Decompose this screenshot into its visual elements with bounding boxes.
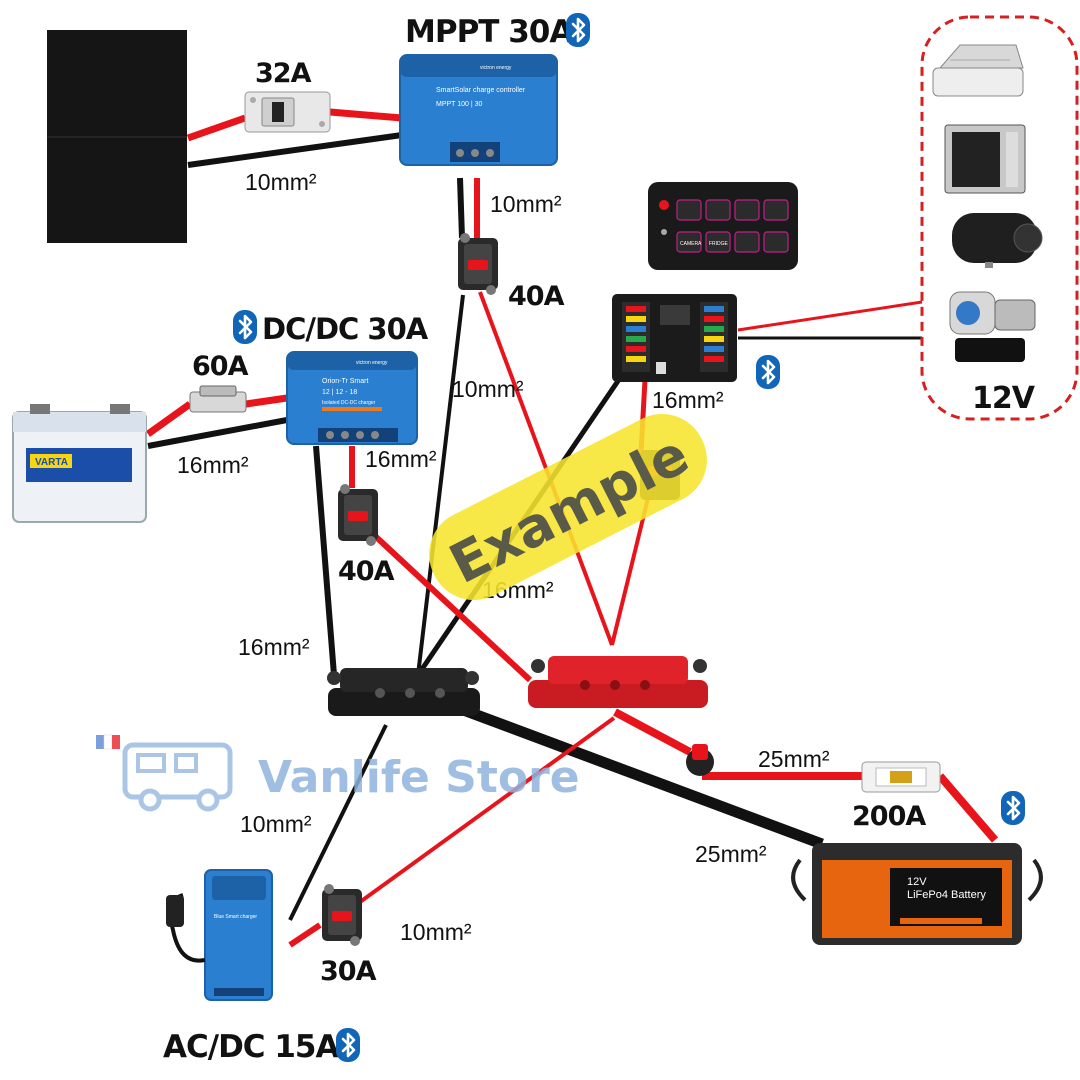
example-watermark: Example — [429, 413, 707, 601]
wires — [145, 108, 999, 948]
orion-line1: Orion-Tr Smart — [322, 378, 368, 385]
fusebox-wire-label: 16mm² — [652, 387, 724, 413]
panel-button-camera: CAMERA — [680, 241, 702, 247]
bluetooth-icon — [231, 308, 259, 346]
bluetooth-icon — [754, 353, 782, 391]
busbar-negative — [327, 668, 480, 716]
roof-vent-icon — [932, 44, 1024, 97]
orion-line3: Isolated DC-DC charger — [322, 400, 376, 406]
solar-fuse — [244, 91, 331, 133]
mppt-line1: SmartSolar charge controller — [436, 87, 526, 94]
charger-line: Blue Smart charger — [214, 914, 257, 920]
starter-fuse-label: 60A — [192, 351, 249, 382]
fuse-holder-icon — [189, 385, 247, 413]
loads-voltage-label: 12V — [972, 381, 1036, 416]
starter-brand: VARTA — [35, 457, 68, 468]
charger-neg-wire-label: 10mm² — [240, 811, 312, 837]
battery-neg-wire-label: 25mm² — [695, 841, 767, 867]
bluetooth-icon — [999, 789, 1027, 827]
mppt-controller: victron energy SmartSolar charge control… — [399, 54, 558, 166]
bluetooth-icon — [564, 11, 592, 49]
mppt-breaker-label: 40A — [508, 281, 565, 312]
starter-wire-label: 16mm² — [177, 452, 249, 478]
dcdc-charger: victron energy Orion-Tr Smart 12 | 12 - … — [286, 351, 418, 445]
charger-pos-wire-label: 10mm² — [400, 919, 472, 945]
fuse-box — [612, 294, 737, 382]
acdc-title: AC/DC 15A — [163, 1029, 339, 1065]
bluetooth-icon — [334, 1026, 362, 1064]
solar-wire-label: 10mm² — [245, 169, 317, 195]
circuit-breaker-icon — [322, 884, 362, 946]
dcdc-title: DC/DC 30A — [262, 312, 429, 346]
mppt-brand: victron energy — [480, 65, 512, 71]
solar-fuse-label: 32A — [255, 58, 312, 89]
circuit-breaker-icon — [458, 233, 498, 295]
mppt-neg-wire-label: 10mm² — [452, 376, 524, 402]
orion-brand: victron energy — [356, 360, 388, 366]
main-fuse-label: 200A — [852, 801, 926, 832]
starter-battery: VARTA — [12, 404, 147, 523]
main-fuse-holder — [861, 761, 941, 793]
lifepo-line2: LiFePo4 Battery — [907, 889, 986, 901]
mppt-wire-label: 10mm² — [490, 191, 562, 217]
orion-line2: 12 | 12 - 18 — [322, 389, 357, 396]
loads-group: 12V — [920, 15, 1079, 421]
lifepo-line1: 12V — [907, 876, 927, 888]
panel-button-fridge: FRIDGE — [709, 241, 729, 247]
circuit-breaker-icon — [338, 484, 378, 546]
diesel-heater-icon — [952, 213, 1043, 268]
solar-panel-icon — [47, 30, 187, 243]
battery-pos-wire-label: 25mm² — [758, 746, 830, 772]
fridge-icon — [944, 124, 1026, 194]
water-pump-icon — [949, 291, 1036, 362]
mppt-title: MPPT 30A — [405, 14, 573, 50]
dcdc-neg-wire-label: 16mm² — [238, 634, 310, 660]
charger-breaker-label: 30A — [320, 956, 377, 987]
dcdc-breaker-label: 40A — [338, 556, 395, 587]
switch-panel: CAMERA FRIDGE — [648, 182, 798, 270]
lifepo4-battery: 12V LiFePo4 Battery — [791, 843, 1043, 945]
campervan-icon — [96, 734, 233, 812]
store-watermark: Vanlife Store — [258, 752, 580, 803]
battery-switch-icon — [686, 744, 714, 776]
busbar-positive — [528, 656, 708, 708]
acdc-charger: Blue Smart charger — [166, 869, 273, 1001]
dcdc-pos-wire-label: 16mm² — [365, 446, 437, 472]
mppt-line2: MPPT 100 | 30 — [436, 101, 483, 108]
